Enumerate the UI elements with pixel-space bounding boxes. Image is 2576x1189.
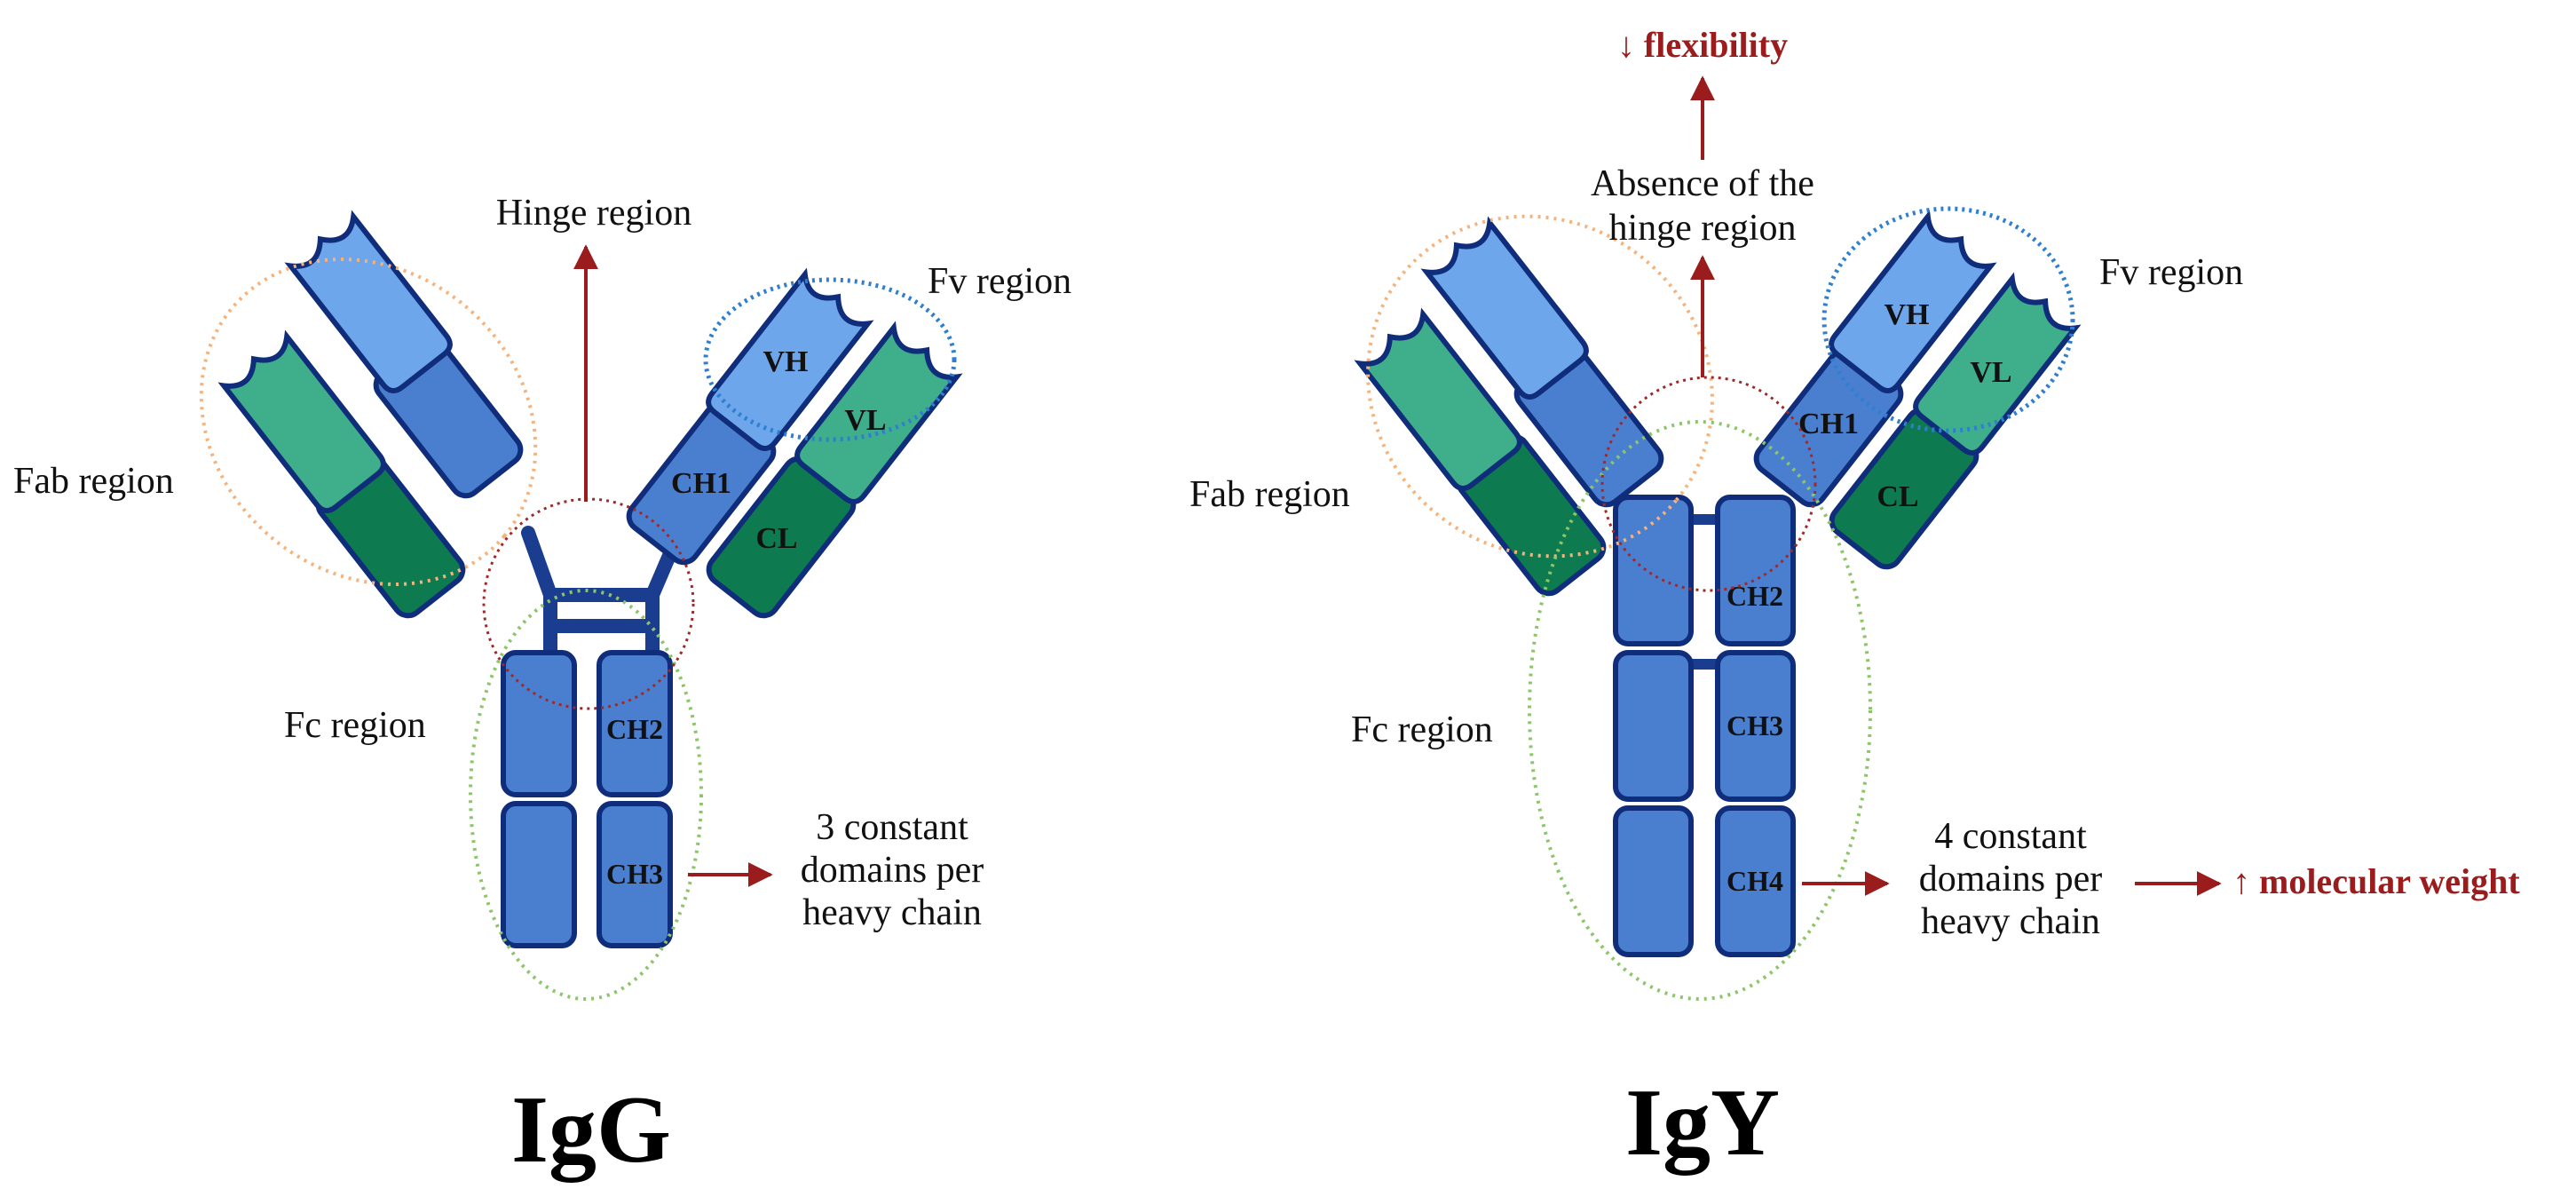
igg-cl-label: CL: [755, 522, 797, 555]
igg-fab-label: Fab region: [13, 461, 174, 502]
igg-fc-stem: CH2 CH3: [501, 650, 673, 948]
igy-fab-ring: [1366, 214, 1714, 559]
igg-hinge-label: Hinge region: [496, 193, 691, 234]
igg-constant-note-line2: domains per: [801, 850, 984, 891]
igg-left-fab-arm: [217, 210, 524, 619]
igy-fab-label: Fab region: [1189, 474, 1350, 515]
igg-fab-ring: [199, 258, 538, 586]
igg-right-fab-arm: VH VL CH1 CL: [626, 267, 963, 619]
igg-vh-label: VH: [763, 345, 809, 378]
igy-hinge-absence-line1: Absence of the: [1591, 163, 1814, 204]
igg-hinge-ring: [482, 497, 695, 710]
igy-constant-note-line3: heavy chain: [1921, 901, 2100, 942]
igy-constant-note-line2: domains per: [1919, 859, 2102, 900]
igg-ch3-label: CH3: [606, 858, 663, 890]
igy-ch2-label: CH2: [1727, 580, 1783, 612]
igy-ch3-label: CH3: [1727, 709, 1783, 741]
igg-hinge: [521, 526, 686, 664]
igy-ch4-label: CH4: [1727, 865, 1783, 897]
igy-title: IgY: [1625, 1070, 1780, 1176]
igg-constant-note-line1: 3 constant: [816, 807, 968, 848]
igy-hinge-ring: [1600, 376, 1817, 592]
igy-left-fab-arm: [1354, 216, 1664, 597]
igg-ch1-label: CH1: [671, 467, 731, 500]
igy-hinge-absence-line2: hinge region: [1608, 208, 1796, 249]
igy-ch1-label: CH1: [1798, 408, 1859, 440]
igy-diagram: VH VL CH1 CL CH2 CH3 CH4: [1189, 25, 2520, 1176]
igy-cl-label: CL: [1877, 480, 1918, 513]
igg-constant-note-line3: heavy chain: [802, 892, 982, 933]
igy-fv-label: Fv region: [2099, 252, 2243, 293]
igy-vh-label: VH: [1885, 298, 1930, 331]
igg-fc-ring: [469, 589, 703, 1001]
igg-fv-label: Fv region: [928, 261, 1071, 302]
igy-fc-label: Fc region: [1351, 709, 1493, 750]
igg-fc-label: Fc region: [284, 705, 426, 746]
igy-fc-stem: CH2 CH3 CH4: [1613, 495, 1796, 957]
igg-diagram: VH VL CH1 CL CH2 CH3 Hinge region Fv reg…: [13, 193, 1071, 1183]
igg-vl-label: VL: [844, 404, 886, 437]
igg-fv-ring: [703, 277, 957, 442]
igy-weight-label: ↑ molecular weight: [2232, 861, 2520, 901]
igg-title: IgG: [511, 1077, 671, 1183]
igy-flexibility-label: ↓ flexibility: [1617, 25, 1788, 65]
igg-ch2-label: CH2: [606, 713, 663, 745]
igy-right-fab-arm: VH VL CH1 CL: [1753, 210, 2082, 570]
igy-vl-label: VL: [1970, 356, 2011, 389]
igy-constant-note-line1: 4 constant: [1934, 816, 2087, 857]
igy-fv-ring: [1821, 206, 2075, 433]
igy-fc-ring: [1528, 420, 1872, 1001]
